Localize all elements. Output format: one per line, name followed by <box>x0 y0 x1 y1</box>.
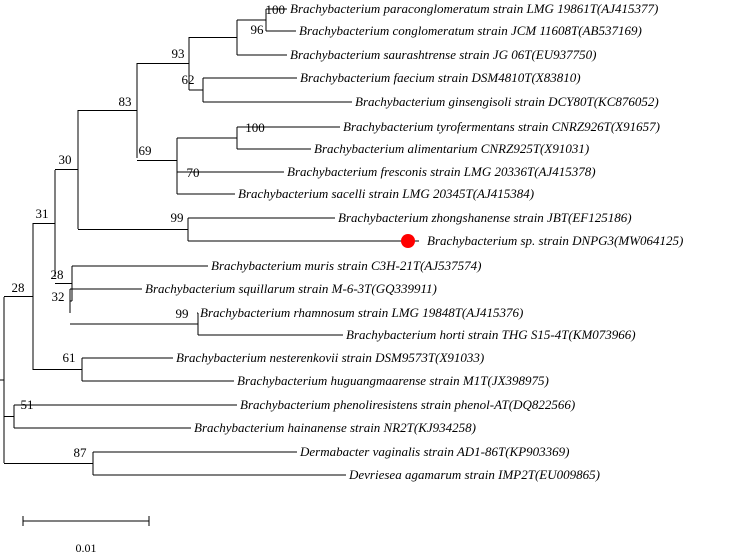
leaf-label-l19: Brachybacterium hainanense strain NR2T(K… <box>194 420 476 435</box>
leaf-label-l05: Brachybacterium ginsengisoli strain DCY8… <box>355 94 659 109</box>
leaf-label-l08: Brachybacterium fresconis strain LMG 203… <box>287 164 596 179</box>
scale-bar-label: 0.01 <box>76 541 97 555</box>
leaf-label-l16: Brachybacterium nesterenkovii strain DSM… <box>176 350 484 365</box>
highlight-marker <box>401 234 415 248</box>
bootstrap-value-n14: 99 <box>176 306 189 321</box>
bootstrap-value-n04: 62 <box>182 72 195 87</box>
bootstrap-value-n12: 28 <box>51 267 64 282</box>
leaf-label-l02: Brachybacterium conglomeratum strain JCM… <box>299 23 642 38</box>
bootstrap-value-n02: 96 <box>251 22 265 37</box>
bootstrap-value-n03: 93 <box>172 46 185 61</box>
leaf-label-l09: Brachybacterium sacelli strain LMG 20345… <box>238 186 534 201</box>
bootstrap-value-n01: 100 <box>266 2 286 17</box>
leaf-label-l07: Brachybacterium alimentarium CNRZ925T(X9… <box>314 141 589 156</box>
bootstrap-value-n18: 87 <box>74 445 88 460</box>
leaf-label-l03: Brachybacterium saurashtrense strain JG … <box>290 47 596 62</box>
leaf-label-l15: Brachybacterium horti strain THG S15-4T(… <box>346 327 636 342</box>
leaf-label-l11: Brachybacterium sp. strain DNPG3(MW06412… <box>427 233 683 248</box>
bootstrap-value-n11: 31 <box>36 206 49 221</box>
bootstrap-value-n07: 69 <box>139 143 152 158</box>
leaf-label-l01: Brachybacterium paraconglomeratum strain… <box>290 1 658 16</box>
bootstrap-value-n05: 83 <box>119 94 132 109</box>
leaf-label-l18: Brachybacterium phenoliresistens strain … <box>240 397 575 412</box>
leaf-label-l10: Brachybacterium zhongshanense strain JBT… <box>338 210 632 225</box>
bootstrap-value-n09: 30 <box>59 152 72 167</box>
leaf-label-l17: Brachybacterium huguangmaarense strain M… <box>237 373 549 388</box>
bootstrap-value-n17: 51 <box>21 397 34 412</box>
bootstrap-value-n15: 61 <box>63 350 76 365</box>
leaf-label-l14: Brachybacterium rhamnosum strain LMG 198… <box>200 305 523 320</box>
bootstrap-value-n10: 99 <box>171 210 184 225</box>
leaf-label-l12: Brachybacterium muris strain C3H-21T(AJ5… <box>211 258 481 273</box>
leaf-label-l20: Dermabacter vaginalis strain AD1-86T(KP9… <box>299 444 570 459</box>
leaf-label-l21: Devriesea agamarum strain IMP2T(EU009865… <box>348 467 600 482</box>
bootstrap-value-n06: 100 <box>245 120 265 135</box>
leaf-label-l13: Brachybacterium squillarum strain M-6-3T… <box>145 281 437 296</box>
leaf-label-l06: Brachybacterium tyrofermentans strain CN… <box>343 119 660 134</box>
bootstrap-value-n08: 70 <box>187 165 200 180</box>
leaf-label-l04: Brachybacterium faecium strain DSM4810T(… <box>300 70 581 85</box>
bootstrap-value-n13: 32 <box>52 289 65 304</box>
bootstrap-value-n16: 28 <box>12 280 25 295</box>
